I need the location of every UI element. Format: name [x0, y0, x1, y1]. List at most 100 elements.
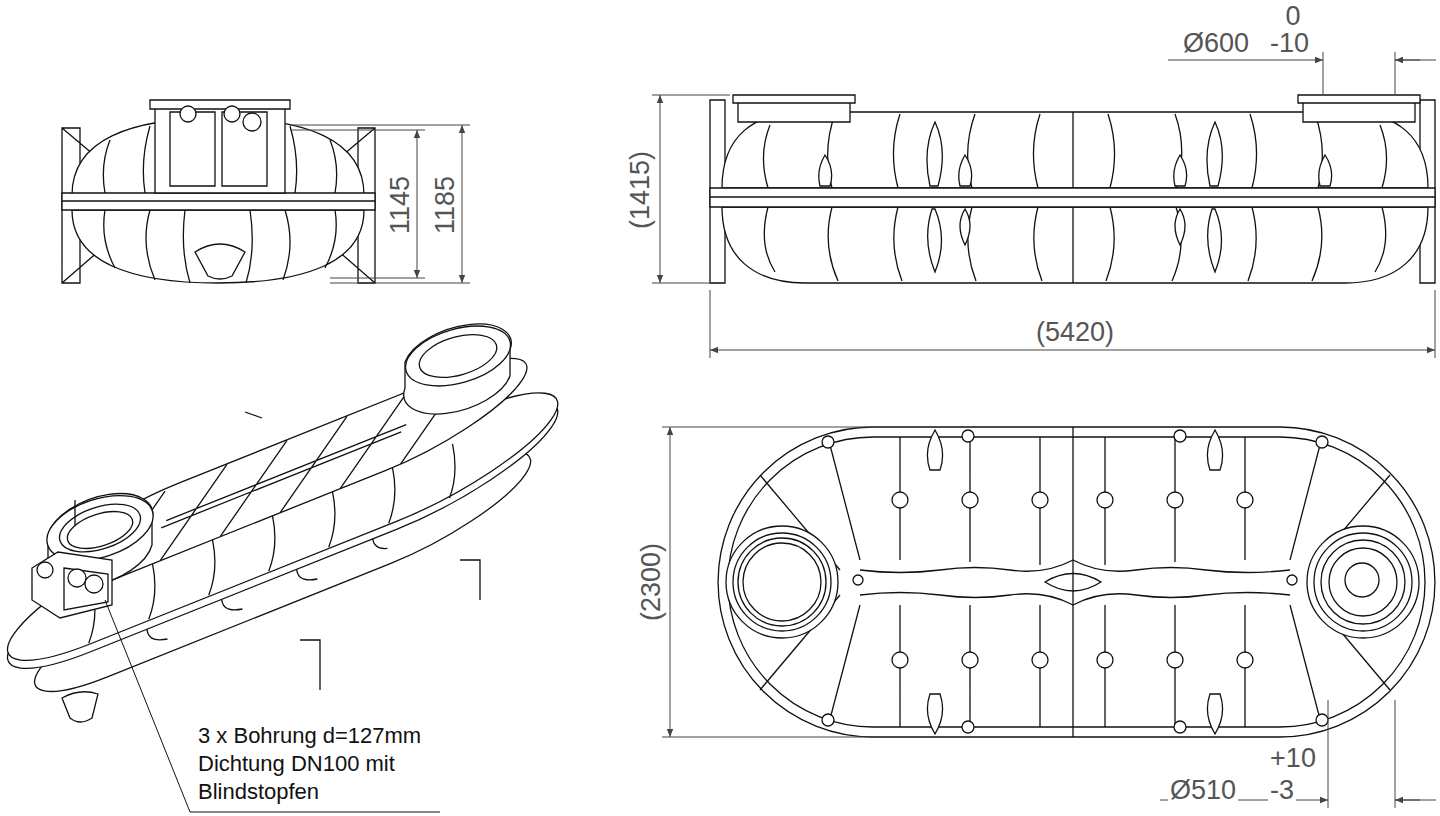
manhole-ring — [738, 538, 826, 626]
manhole-ring — [743, 543, 821, 621]
note-text: 3 x Bohrung d=127mm Dichtung DN100 mit B… — [198, 722, 430, 806]
dimension-text: 0 — [1283, 3, 1302, 30]
isometric-view — [0, 315, 590, 722]
bore-hole — [37, 562, 53, 578]
manhole-ring — [414, 327, 501, 386]
bore-hole — [243, 113, 261, 131]
top-dimensions — [662, 427, 1436, 808]
bolt-circle — [962, 721, 974, 733]
manhole-ring — [1329, 548, 1397, 616]
flange-edge — [0, 363, 590, 690]
dimension-text: (1415) — [627, 149, 654, 231]
extension-line — [652, 283, 725, 284]
manhole-cap — [150, 100, 290, 109]
manhole-lip — [1298, 95, 1420, 103]
bottom-lug — [195, 244, 245, 279]
front-dimensions — [290, 125, 470, 283]
top-view — [718, 427, 1435, 737]
flange-line — [62, 200, 375, 201]
center-seam — [1072, 427, 1073, 737]
manhole-ring — [733, 533, 831, 631]
dimension-line — [1168, 60, 1323, 61]
bore-hole — [224, 106, 240, 122]
bottom-lug — [62, 692, 98, 722]
dimension-line — [1395, 60, 1436, 61]
extension-line — [652, 95, 730, 96]
side-dimensions — [652, 52, 1436, 358]
bolt-circle — [962, 492, 978, 508]
extension-line — [290, 130, 425, 131]
ridge-feature — [819, 122, 1332, 272]
manhole-ring — [1314, 533, 1412, 631]
extension-line — [1328, 700, 1329, 808]
front-view — [62, 100, 375, 283]
ridge-feature — [927, 430, 1222, 734]
bore-hole — [180, 106, 196, 122]
manhole-ring — [1307, 526, 1419, 638]
bolt-circle — [892, 652, 908, 668]
bolt-circle — [1032, 492, 1048, 508]
bolt-circle — [892, 492, 908, 508]
bore-hole — [68, 569, 86, 587]
leader-line — [105, 600, 190, 812]
flange-band — [710, 188, 1435, 207]
flange-band — [62, 193, 375, 210]
bolt-circle — [1174, 430, 1186, 442]
manhole-ring — [63, 504, 138, 555]
tank-outline — [718, 427, 1435, 737]
manhole-ring — [1321, 540, 1405, 624]
bolt-circle — [1097, 492, 1113, 508]
bolt-circle — [962, 430, 974, 442]
extension-line — [662, 427, 873, 428]
note-leader — [105, 600, 440, 812]
dimension-line — [1395, 60, 1420, 61]
manhole-top — [399, 315, 518, 397]
dimension-text: 1185 — [432, 174, 459, 236]
connection-panel — [64, 568, 108, 610]
bore-hole — [85, 575, 103, 593]
center-spine — [860, 560, 1290, 605]
extension-line — [330, 278, 425, 279]
extension-line — [662, 737, 873, 738]
tank-lower — [72, 210, 364, 283]
bolt-circle — [853, 575, 863, 585]
extension-line — [1323, 52, 1324, 94]
dimension-line — [710, 350, 1435, 351]
bolt-circle — [822, 714, 834, 726]
extension-line — [710, 290, 711, 358]
bolt-circle — [1032, 652, 1048, 668]
dimension-text: -3 — [1268, 777, 1296, 804]
flange-line — [710, 196, 1435, 197]
extension-line — [290, 125, 470, 126]
dimension-line — [660, 95, 661, 283]
dimension-text: (5420) — [1034, 319, 1116, 346]
extension-line — [1395, 700, 1396, 808]
dimension-line — [1395, 800, 1420, 801]
bolt-circle — [1097, 652, 1113, 668]
bolt-circle — [1287, 575, 1297, 585]
support-frame — [75, 412, 480, 690]
bolt-circle — [1174, 721, 1186, 733]
dimension-line — [1395, 800, 1436, 801]
bolt-circle — [1316, 436, 1328, 448]
dimension-text: (2300) — [638, 541, 665, 623]
manhole-ring — [1345, 563, 1379, 597]
dimension-text: +10 — [1268, 745, 1318, 772]
bolt-circle — [1316, 714, 1328, 726]
extension-line — [1435, 290, 1436, 358]
tank-rib — [760, 437, 1390, 727]
manhole-panel — [222, 112, 267, 186]
side-view — [710, 95, 1435, 283]
dimension-line — [417, 130, 418, 278]
dimension-text: Ø600 — [1181, 30, 1251, 57]
bolt-circle — [822, 436, 834, 448]
bolt-grid — [822, 430, 1328, 733]
dimension-text: -10 — [1268, 30, 1311, 57]
connection-box — [32, 552, 112, 618]
bolt-circle — [1237, 492, 1253, 508]
dimension-text: 1145 — [387, 174, 414, 236]
manhole-ring — [54, 495, 147, 561]
